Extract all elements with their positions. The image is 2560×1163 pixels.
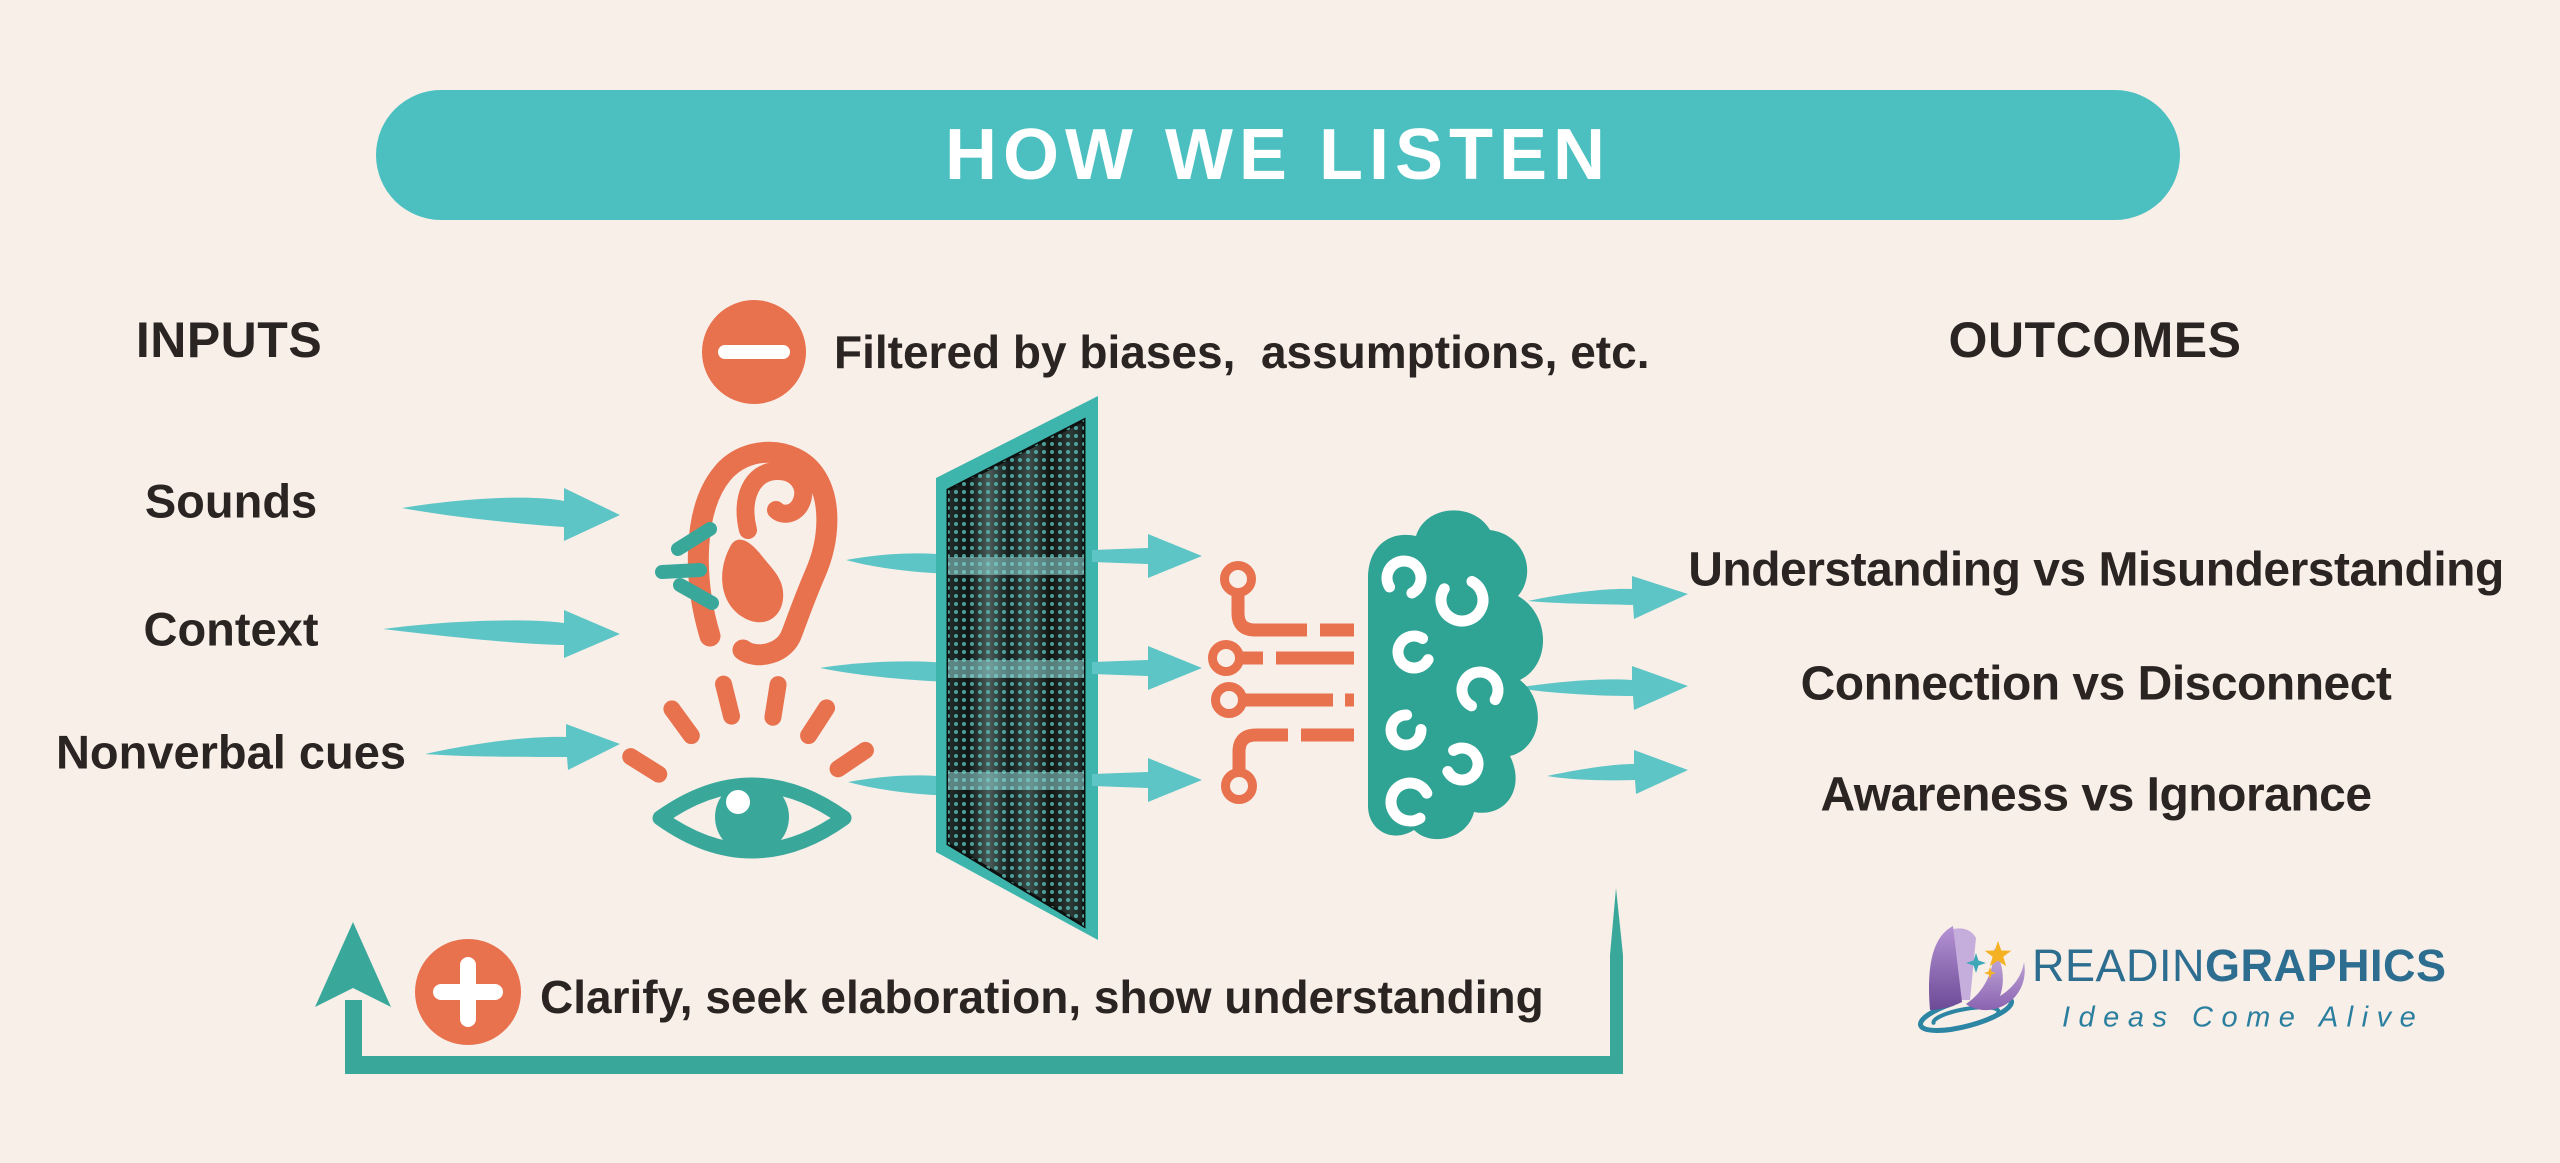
inputs-heading: INPUTS — [135, 312, 323, 368]
feedback-loop-arrow — [315, 888, 1623, 1074]
circuit-icon — [1208, 561, 1354, 804]
logo-sparkle-teal — [1966, 953, 1986, 973]
logo-name-bold: GRAPHICS — [2205, 940, 2447, 991]
brain-icon — [1368, 510, 1544, 840]
logo-page-light — [1950, 928, 1976, 1000]
plus-icon — [415, 939, 521, 1045]
feedback-note: Clarify, seek elaboration, show understa… — [540, 971, 1544, 1023]
logo-tagline: Ideas Come Alive — [2062, 1001, 2425, 1034]
minus-icon — [702, 300, 806, 404]
logo-wordmark: READINGRAPHICS — [2032, 940, 2447, 992]
filter-screen — [936, 396, 1098, 940]
page-title: HOW WE LISTEN — [945, 115, 1611, 195]
logo-page-left — [1928, 926, 1962, 1010]
outcome-item-awareness: Awareness vs Ignorance — [1820, 768, 2372, 822]
arrow-context — [383, 610, 620, 658]
readinggraphics-logo — [1917, 926, 2025, 1033]
eye-icon — [622, 675, 874, 859]
arrow-sounds — [402, 488, 620, 541]
arrow-nonverbal — [425, 724, 620, 770]
input-item-sounds: Sounds — [144, 474, 318, 528]
eyelashes — [622, 675, 874, 783]
arrow-outcome-2 — [1515, 666, 1688, 710]
logo-star-yellow — [1984, 941, 2012, 967]
filter-arrow-tails — [820, 553, 956, 796]
arrow-outcome-1 — [1528, 576, 1688, 619]
input-item-nonverbal-cues: Nonverbal cues — [55, 725, 407, 779]
title-banner: HOW WE LISTEN — [376, 90, 2180, 220]
arrow-outcome-3 — [1547, 750, 1688, 794]
filter-note: Filtered by biases, assumptions, etc. — [834, 326, 1650, 378]
filter-passthrough-bands — [948, 557, 1084, 790]
input-item-context: Context — [143, 602, 319, 656]
input-arrows — [383, 488, 620, 770]
logo-page-right — [1966, 948, 2025, 1011]
sound-waves-icon — [655, 522, 719, 610]
outcome-item-connection: Connection vs Disconnect — [1800, 657, 2392, 711]
outcomes-heading: OUTCOMES — [1948, 312, 2242, 368]
logo-sparkle-small — [1984, 967, 1996, 979]
outcome-item-understanding: Understanding vs Misunderstanding — [1688, 543, 2504, 597]
ear-icon — [687, 441, 838, 666]
logo-name-regular: READIN — [2032, 940, 2206, 991]
filtered-arrows — [1092, 534, 1202, 802]
outcome-arrows — [1515, 576, 1688, 794]
brain-folds — [1381, 555, 1504, 827]
